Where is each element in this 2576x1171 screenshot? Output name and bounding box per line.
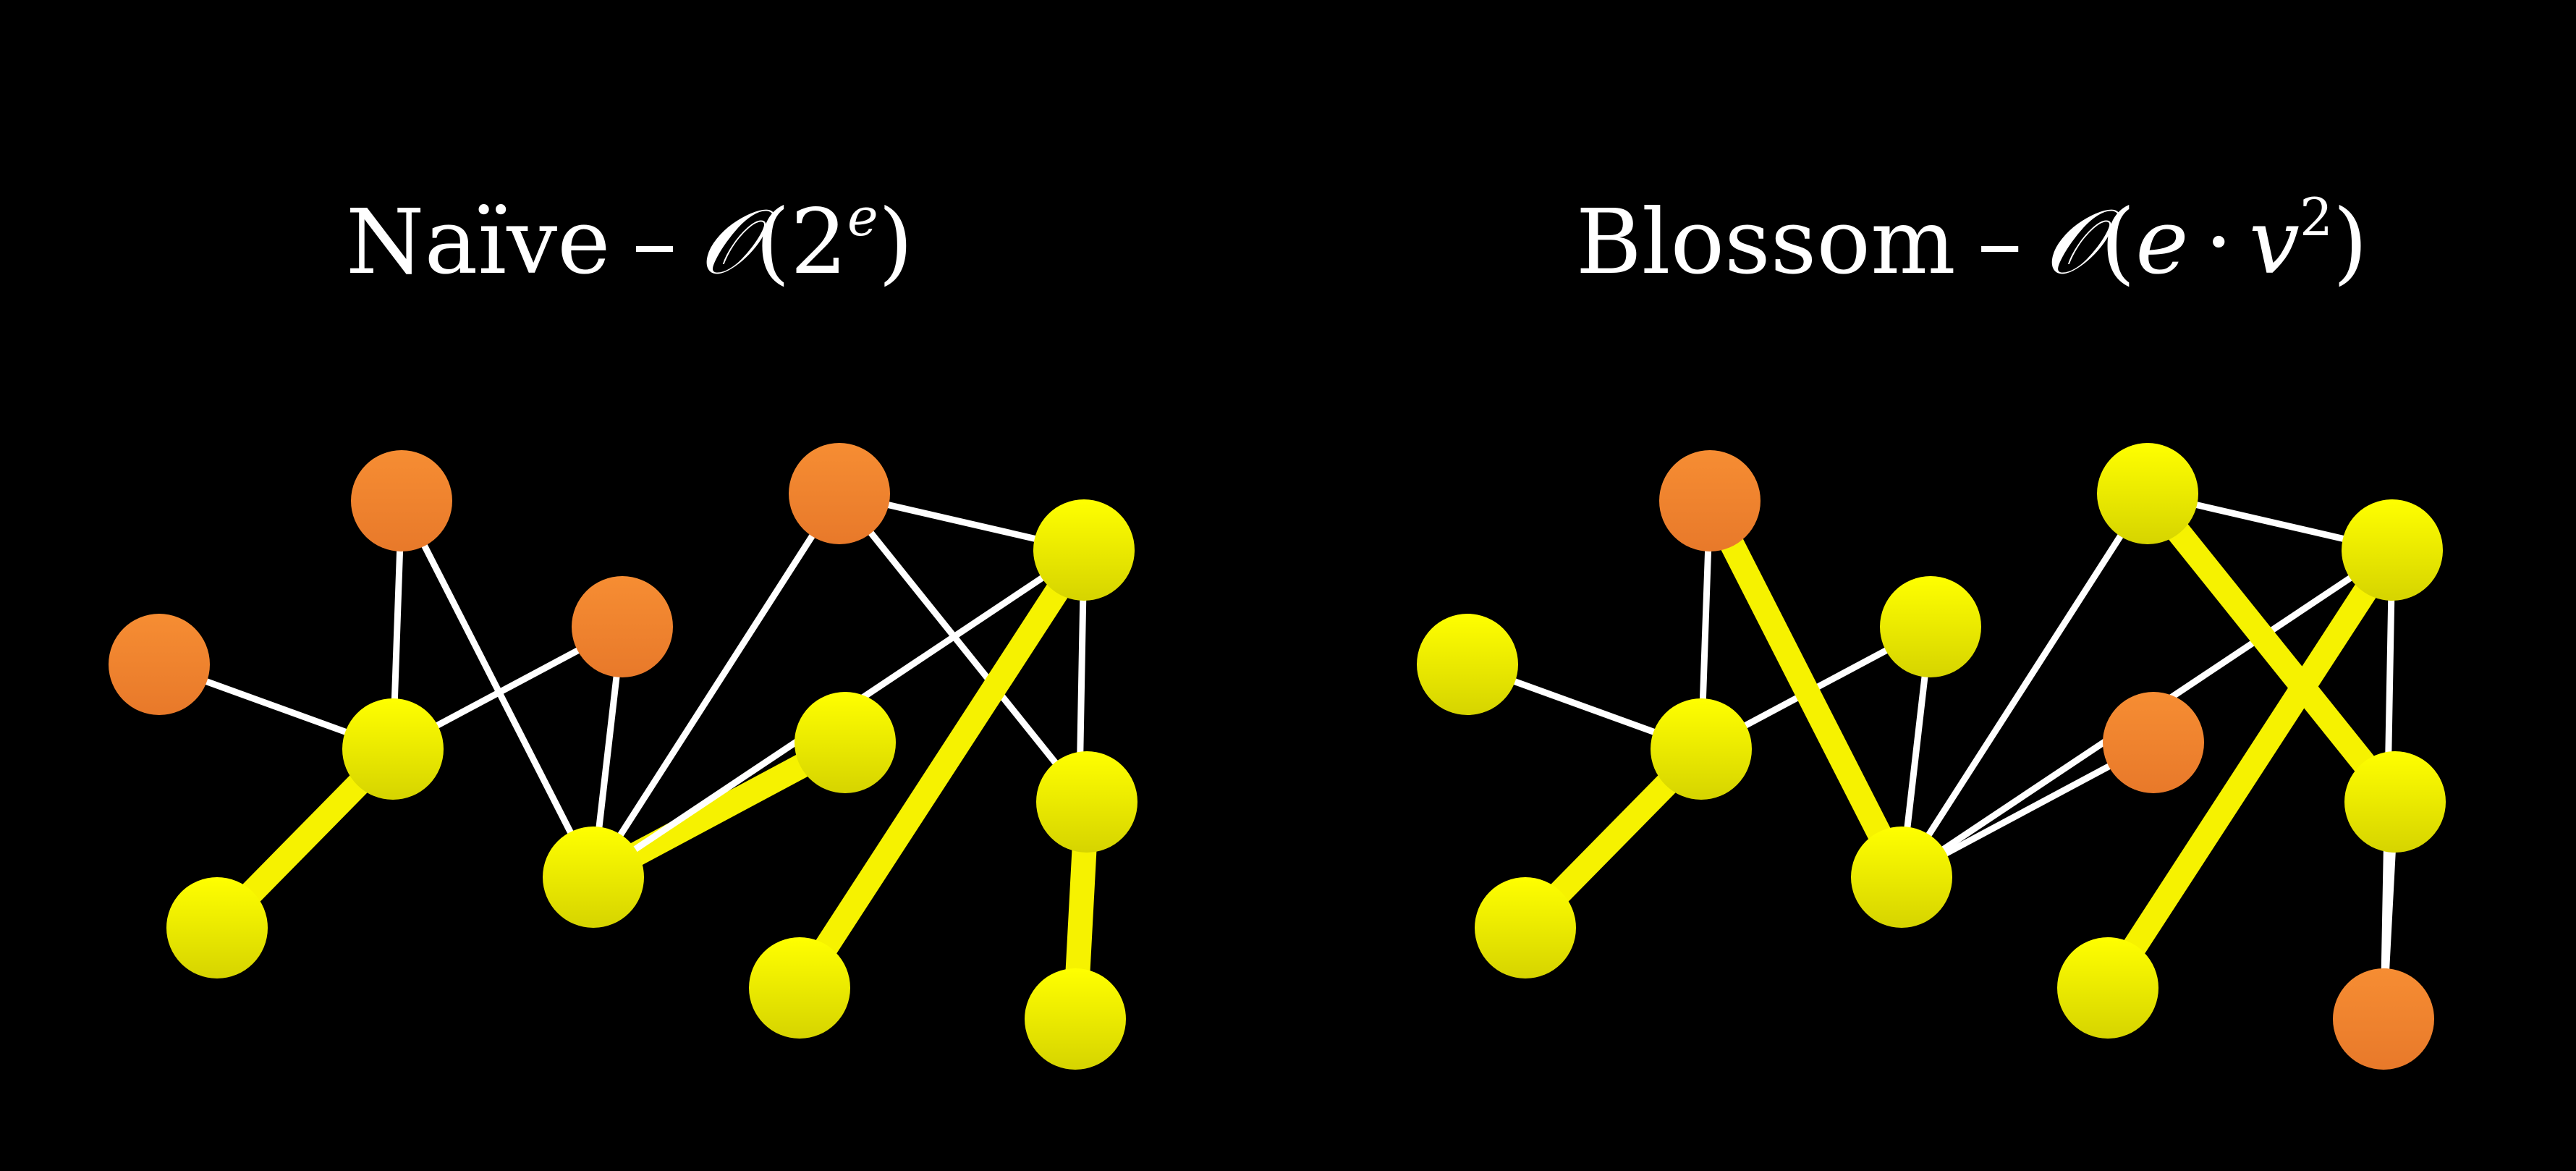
matched-edge-naive-8-10 — [787, 538, 1096, 1000]
node-naive-0-orange — [109, 614, 210, 715]
blossom-title-exponent: 2 — [2300, 187, 2333, 248]
matched-edge-blossom-6-9 — [2135, 481, 2407, 814]
node-blossom-4-yellow — [1475, 877, 1576, 978]
node-blossom-6-yellow — [2097, 443, 2198, 544]
naive-title-base: 2 — [790, 190, 847, 295]
node-naive-5-yellow — [543, 827, 644, 928]
blossom-title-dot: · — [2204, 190, 2233, 295]
node-naive-8-yellow — [1033, 499, 1135, 601]
blossom-graph — [1417, 443, 2446, 1070]
naive-graph — [109, 443, 1137, 1070]
node-blossom-9-yellow — [2344, 751, 2446, 853]
matched-edge-blossom-8-10 — [2096, 538, 2405, 1000]
blossom-title-close: ) — [2332, 190, 2368, 295]
node-blossom-11-orange — [2333, 968, 2434, 1070]
node-blossom-0-yellow — [1417, 614, 1518, 715]
blossom-title-big-o: 𝒪 — [2043, 190, 2101, 295]
edge-naive-5-6 — [590, 490, 843, 881]
blossom-title-dash: – — [1977, 190, 2022, 295]
node-naive-1-yellow — [342, 698, 444, 800]
node-blossom-10-yellow — [2057, 937, 2158, 1039]
node-blossom-2-orange — [1659, 450, 1761, 551]
blossom-title-label: Blossom — [1575, 190, 1956, 295]
node-naive-4-yellow — [166, 877, 268, 978]
node-blossom-3-yellow — [1880, 576, 1981, 677]
node-naive-11-yellow — [1025, 968, 1126, 1070]
node-naive-7-yellow — [795, 692, 896, 793]
node-blossom-7-orange — [2103, 692, 2204, 793]
blossom-title-open: ( — [2100, 190, 2136, 295]
node-blossom-8-yellow — [2342, 499, 2443, 601]
node-naive-2-orange — [351, 450, 452, 551]
edge-naive-2-5 — [398, 497, 597, 881]
blossom-title: Blossom–𝒪(e·v2) — [1483, 185, 2460, 300]
naive-title-exponent: e — [847, 187, 878, 248]
node-blossom-1-yellow — [1651, 698, 1752, 800]
naive-title-open: ( — [755, 190, 791, 295]
naive-title: Naïve–𝒪(2e) — [304, 185, 955, 300]
naive-title-label: Naïve — [346, 190, 611, 295]
naive-title-close: ) — [878, 190, 913, 295]
node-naive-9-yellow — [1036, 751, 1137, 853]
naive-title-dash: – — [632, 190, 677, 295]
edge-naive-6-9 — [836, 490, 1090, 806]
naive-title-big-o: 𝒪 — [698, 190, 755, 295]
node-blossom-5-yellow — [1851, 827, 1952, 928]
blossom-title-e: e — [2135, 190, 2189, 295]
blossom-title-v: v — [2249, 190, 2300, 295]
edge-blossom-5-6 — [1898, 490, 2151, 881]
node-naive-6-orange — [789, 443, 890, 544]
node-naive-10-yellow — [749, 937, 850, 1039]
node-naive-3-orange — [572, 576, 673, 677]
matched-edge-blossom-2-5 — [1698, 489, 1914, 889]
